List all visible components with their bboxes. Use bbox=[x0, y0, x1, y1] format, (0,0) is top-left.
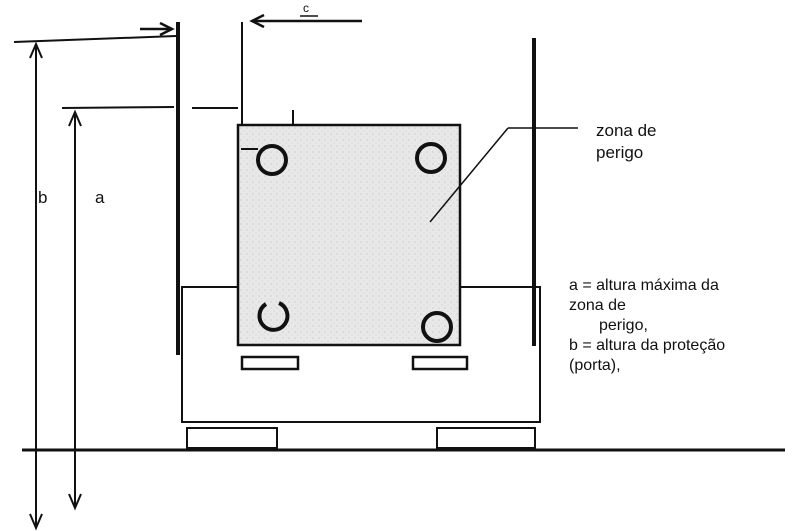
zone-label-line2: perigo bbox=[596, 143, 643, 162]
fastener-top-right bbox=[415, 142, 447, 174]
legend-text: a = altura máxima da zona de perigo, b =… bbox=[569, 276, 804, 376]
legend-line-3: perigo, bbox=[599, 317, 648, 334]
slot-right bbox=[411, 355, 469, 371]
zone-label-line1: zona de bbox=[596, 121, 657, 140]
a-arrow-up bbox=[68, 109, 82, 127]
fastener-bottom-left bbox=[257, 301, 290, 332]
a-top-extension bbox=[61, 106, 175, 109]
a-arrow-down bbox=[68, 493, 82, 511]
c-label: c bbox=[303, 1, 309, 15]
fastener-top-left bbox=[256, 144, 288, 176]
b-label: b bbox=[38, 188, 47, 207]
legend-line-4: b = altura da proteção bbox=[569, 337, 726, 354]
base-foot-left bbox=[186, 427, 278, 449]
fastener-bottom-right bbox=[421, 311, 453, 343]
b-top-extension bbox=[13, 35, 177, 43]
a-label: a bbox=[95, 188, 105, 207]
legend-line-1: a = altura máxima da bbox=[569, 277, 719, 294]
zone-leader-line bbox=[429, 127, 509, 223]
c-arrow-right-head bbox=[249, 13, 265, 29]
danger-zone bbox=[236, 123, 462, 347]
c-arrow-left-head bbox=[159, 21, 175, 37]
b-arrow-down bbox=[29, 513, 43, 531]
b-arrow-up bbox=[29, 41, 43, 59]
legend-line-2: zona de bbox=[569, 297, 626, 314]
legend-line-5: (porta), bbox=[569, 357, 621, 374]
slot-left bbox=[240, 355, 300, 371]
base-foot-right bbox=[436, 427, 536, 449]
